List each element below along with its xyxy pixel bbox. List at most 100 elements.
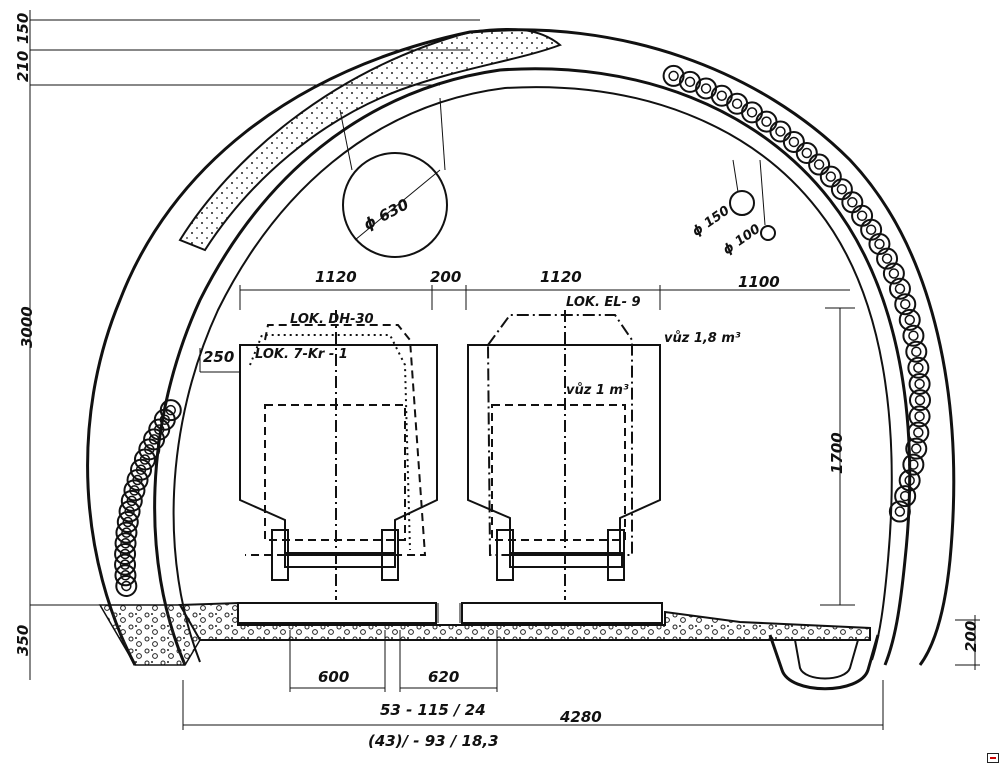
dim-left-height: 3000 (18, 306, 36, 348)
rock-bolt (695, 77, 718, 100)
rock-bolt-core (894, 506, 906, 517)
rock-bolt-core (899, 490, 911, 502)
corner-indicator-icon[interactable] (987, 753, 999, 763)
drain-channel (768, 634, 880, 691)
rock-bolt (114, 542, 137, 565)
track-600: 600 (318, 668, 349, 686)
rock-bolt-core (904, 314, 915, 326)
right-sleeper (461, 602, 663, 624)
left-wheel-r (381, 529, 399, 581)
rock-bolt-core (746, 107, 758, 118)
right-inner-box (491, 404, 626, 541)
rock-bolt (795, 141, 818, 164)
rock-bolt-core (120, 538, 131, 549)
rock-bolt (876, 247, 899, 270)
car-volume-small: vůz 1 m³ (566, 383, 629, 398)
left-sleeper (237, 602, 437, 624)
pipe-large-label: ϕ 630 (360, 195, 411, 234)
dim-1700: 1700 (828, 432, 846, 474)
rock-bolt (894, 485, 917, 508)
rock-bolt-core (121, 527, 132, 538)
floor-ballast (178, 601, 871, 641)
rock-bolt-core (119, 548, 131, 560)
rock-bolt (851, 204, 874, 227)
rock-bolt (116, 511, 139, 534)
rock-bolt (888, 277, 911, 300)
rock-bolt (902, 324, 925, 347)
left-loco-7kr (249, 334, 411, 551)
dim-bottom-left: 350 (14, 625, 32, 656)
rock-bolt (830, 178, 853, 201)
right-axle (509, 552, 623, 568)
rock-bolt-core (731, 98, 743, 109)
rock-bolt-core (761, 116, 772, 127)
rock-bolt (808, 153, 831, 176)
rock-bolt (908, 405, 931, 428)
span-4: 1100 (738, 273, 780, 291)
loco-7kr-label: LOK. 7-Kr - 1 (255, 347, 348, 362)
rock-bolt-core (856, 210, 868, 222)
rock-bolt (741, 101, 764, 124)
car-volume-large: vůz 1,8 m³ (664, 331, 741, 346)
right-wheel-l (496, 529, 514, 581)
rock-bolt (678, 70, 701, 93)
rock-bolt-core (121, 580, 132, 592)
rock-bolt (894, 293, 917, 316)
rock-bolt-core (914, 394, 926, 406)
rock-bolt (126, 469, 149, 492)
right-wheel-r (607, 529, 625, 581)
rock-bolt-core (700, 83, 712, 94)
right-loco-el9 (487, 314, 633, 556)
pipe-100 (760, 225, 776, 241)
rock-bolt (819, 165, 842, 188)
rock-bolt-core (120, 570, 131, 581)
rock-bolt (115, 521, 138, 544)
rock-bolt-core (904, 475, 915, 486)
rock-bolt-core (847, 197, 858, 208)
left-ballast-pile (98, 604, 201, 666)
rail-spec-2: (43)/ - 93 / 18,3 (368, 732, 499, 750)
rock-bolt-core (900, 298, 911, 310)
rock-bolt (769, 120, 792, 143)
rock-bolt-core (788, 136, 800, 148)
rock-bolt (115, 574, 138, 597)
dim-top-1: 150 (14, 13, 32, 44)
rock-bolt (118, 500, 141, 523)
dim-bottom-right: 200 (962, 621, 980, 652)
rock-bolt-core (836, 183, 848, 195)
rock-bolt-core (122, 516, 134, 528)
rock-bolt-core (825, 171, 837, 182)
rock-bolt (908, 372, 931, 395)
left-inner-box (264, 404, 406, 541)
pipe-150 (729, 190, 755, 216)
rock-bolt-core (908, 330, 919, 341)
pipe-150-label: ϕ 150 (690, 203, 733, 239)
rock-bolt-core (911, 443, 922, 454)
rock-bolt (860, 218, 883, 241)
rock-bolt (114, 532, 137, 555)
rock-bolt (130, 458, 153, 481)
rock-bolt (782, 130, 805, 153)
loco-dh30-label: LOK. DH-30 (290, 312, 374, 327)
offset-250: 250 (203, 348, 234, 366)
concrete-infill (178, 27, 562, 252)
rock-bolt (907, 356, 930, 379)
track-620: 620 (428, 668, 459, 686)
rock-bolt (726, 92, 749, 115)
span-1: 1120 (315, 268, 357, 286)
left-wagon-outline (239, 344, 438, 556)
pipe-100-label: ϕ 100 (720, 222, 763, 258)
rock-bolt-row-right (662, 64, 931, 523)
rock-bolt (882, 262, 905, 285)
rock-bolt (888, 500, 911, 523)
span-2: 200 (430, 268, 461, 286)
rock-bolt (898, 308, 921, 331)
rock-bolt-core (775, 126, 786, 137)
rock-bolt (120, 489, 143, 512)
dim-top-2: 210 (14, 51, 32, 82)
span-3: 1120 (540, 268, 582, 286)
rock-bolt (905, 437, 928, 460)
rock-bolt-core (911, 346, 922, 357)
rock-bolt (902, 453, 925, 476)
